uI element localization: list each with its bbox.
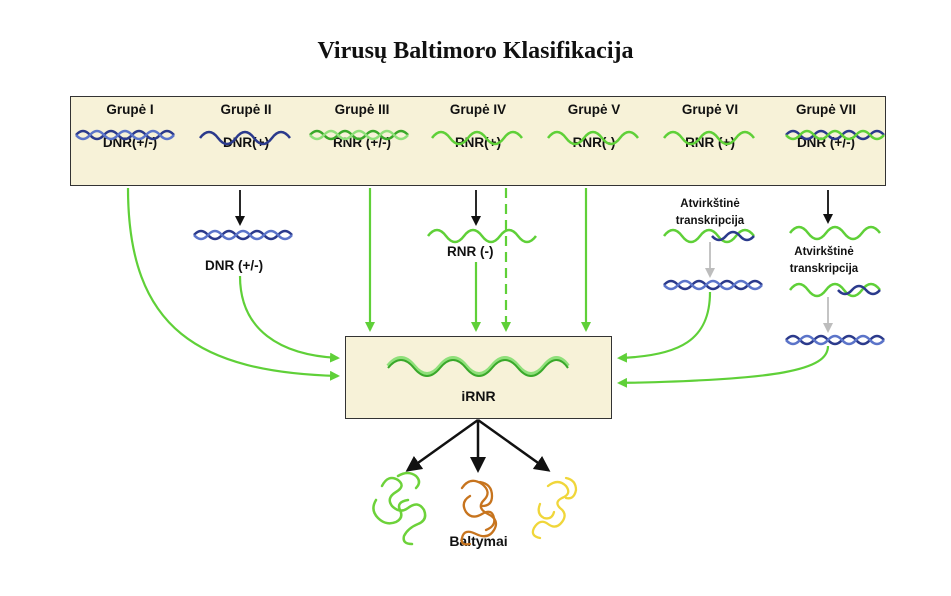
group-6-to-mrna-arrow — [617, 291, 712, 363]
group-7-reverse-transcription-label: Atvirkštinė transkripcija — [764, 244, 884, 278]
group-6-genome: RNR (+) — [685, 135, 735, 150]
group-1-dsdna-icon — [75, 129, 175, 141]
group-4-name: Grupė IV — [449, 102, 507, 117]
group-5-name: Grupė V — [567, 102, 621, 117]
group-6-ssrna-icon — [663, 130, 755, 146]
group-7-dsdna-icon — [785, 129, 885, 141]
protein-orange-icon — [460, 479, 498, 546]
group-6-rna-dna-hybrid-icon — [663, 228, 755, 244]
group-4-intermediate-label: RNR (-) — [447, 244, 494, 259]
group-7-rt-line-2: transkripcija — [789, 263, 859, 275]
group-7-dsdna-icon-lower — [785, 334, 885, 346]
diagram-title: Virusų Baltimoro Klasifikacija — [317, 38, 634, 64]
group-7-rt-line-1: Atvirkštinė — [794, 246, 854, 258]
group-2-dsdna-intermediate-icon — [193, 229, 293, 241]
mrna-label: iRNR — [461, 388, 496, 404]
group-2-intermediate-label: DNR (+/-) — [205, 258, 264, 273]
group-2-name: Grupė II — [220, 102, 272, 117]
group-6-rt-line-2: transkripcija — [675, 215, 745, 227]
group-3-name: Grupė III — [334, 102, 390, 117]
group-6-reverse-transcription-label: Atvirkštinė transkripcija — [650, 196, 770, 230]
group-1: Grupė I DNR(+/-) — [72, 102, 188, 150]
mrna-box — [345, 336, 612, 419]
group-7-minus-rna-icon — [789, 225, 881, 241]
virus-groups-box — [70, 96, 886, 186]
group-6-rt-line-1: Atvirkštinė — [680, 198, 740, 210]
mrna-to-protein-right-arrow — [477, 418, 551, 472]
group-4-minus-rna-icon — [427, 228, 537, 244]
group-4-ssrna-icon — [431, 130, 523, 146]
protein-green-icon — [372, 471, 427, 546]
protein-yellow-icon — [531, 476, 578, 540]
group-3-dsrna-icon — [309, 129, 409, 141]
group-1-name: Grupė I — [106, 102, 154, 117]
group-6-name: Grupė VI — [681, 102, 739, 117]
group-7-name: Grupė VII — [795, 102, 856, 117]
group-7-rna-dna-hybrid-icon — [789, 282, 881, 298]
group-1-to-mrna-arrow — [126, 187, 340, 381]
group-2-ssdna-icon — [199, 130, 291, 146]
group-2: Grupė II DNR(+) — [188, 102, 304, 150]
mrna-icon — [386, 356, 570, 377]
group-7-to-mrna-arrow — [617, 345, 830, 388]
group-6-dsdna-icon — [663, 279, 763, 291]
mrna-to-protein-left-arrow — [405, 418, 479, 472]
group-6: Grupė VI RNR (+) — [652, 102, 768, 150]
group-5-ssrna-icon — [547, 130, 639, 146]
group-2-to-mrna-arrow — [238, 275, 340, 363]
